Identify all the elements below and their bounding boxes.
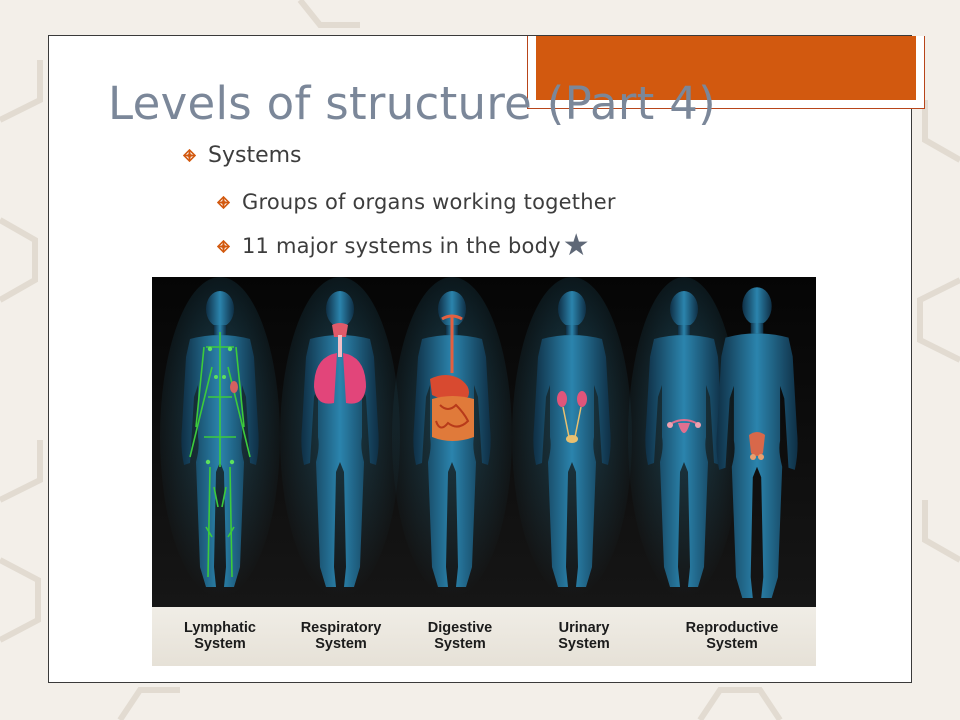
bullet-text: Systems: [208, 143, 302, 168]
figure-lymphatic: [160, 277, 280, 597]
figure-reproductive-female: [628, 277, 740, 597]
bullet-systems: Systems: [183, 143, 302, 168]
accent-box: [527, 36, 925, 109]
bullet-icon: [217, 239, 230, 253]
body-systems-illustration: [152, 277, 816, 607]
bullet-text: Groups of organs working together: [242, 190, 616, 214]
figure-digestive: [392, 277, 512, 597]
bullet-major-systems: 11 major systems in the body ★: [217, 231, 590, 261]
bullet-icon: [183, 149, 196, 162]
bullet-text: 11 major systems in the body: [242, 234, 561, 258]
bullet-icon: [217, 195, 230, 209]
bullet-groups-of-organs: Groups of organs working together: [217, 190, 616, 214]
slide-title: Levels of structure (Part 4): [108, 77, 717, 130]
star-icon: ★: [562, 228, 590, 263]
accent-fill: [536, 36, 916, 100]
figure-respiratory: [280, 277, 400, 597]
figure-reproductive-male: [716, 287, 798, 598]
figure-urinary: [512, 277, 632, 597]
